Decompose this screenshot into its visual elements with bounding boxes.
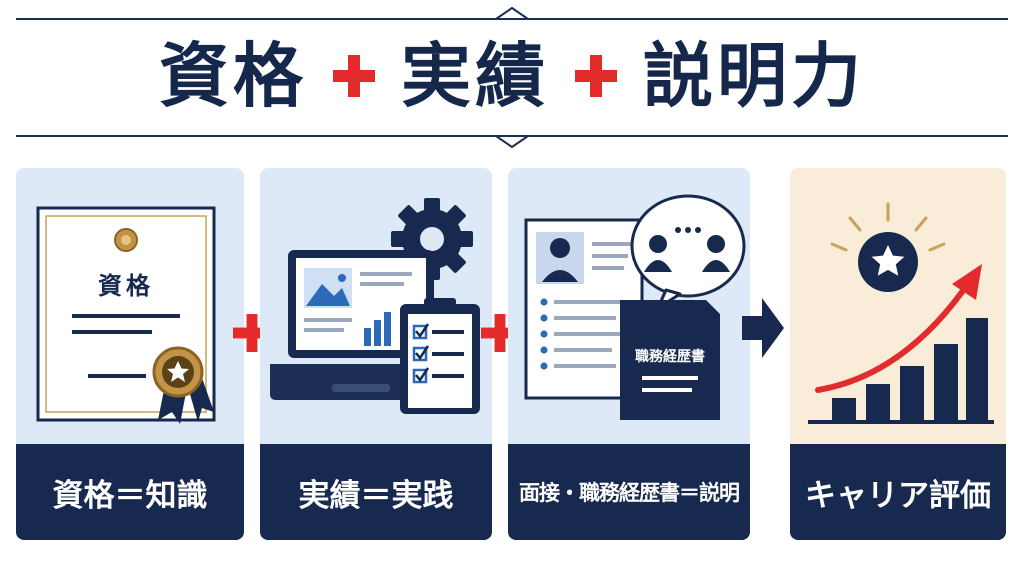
- panel-art: 資格: [16, 168, 244, 444]
- panel-achievement: 実績＝実践: [260, 168, 492, 540]
- plus-icon: [481, 314, 519, 352]
- panel-caption-career-evaluation: キャリア評価: [790, 444, 1006, 540]
- page-title: 資格 実績 説明力: [0, 30, 1024, 122]
- arrow-right-icon: [742, 298, 784, 358]
- panel-qualification: 資格 資格＝知識: [16, 168, 244, 540]
- profile-card-icon: [524, 194, 746, 420]
- certificate-heading: 資格: [98, 272, 154, 300]
- resume-document-icon: [620, 300, 720, 420]
- gear-icon: [391, 198, 473, 280]
- panel-art: 職務経歴書: [508, 168, 750, 444]
- resume-document-label: 職務経歴書: [635, 349, 705, 365]
- star-badge-icon: [858, 232, 918, 292]
- panel-art: [260, 168, 492, 444]
- clipboard-checklist-icon: [400, 298, 480, 414]
- header-top-rule: [16, 18, 1008, 20]
- panel-explanation: 職務経歴書 面接・職務経歴書＝説明: [508, 168, 750, 540]
- header-notch-decoration: [495, 6, 529, 149]
- plus-icon: [333, 55, 375, 97]
- panel-caption-explanation: 面接・職務経歴書＝説明: [508, 444, 750, 540]
- title-word-explanation: 説明力: [643, 35, 865, 117]
- panel-art: [790, 168, 1006, 444]
- laptop-icon: [270, 198, 480, 414]
- plus-icon: [575, 55, 617, 97]
- panel-caption-qualification: 資格＝知識: [16, 444, 244, 540]
- chat-bubble-icon: [630, 194, 746, 310]
- panel-career-evaluation: キャリア評価: [790, 168, 1006, 540]
- header-bottom-rule: [16, 135, 1008, 137]
- growth-chart-icon: [808, 202, 994, 424]
- panel-caption-achievement: 実績＝実践: [260, 444, 492, 540]
- title-word-qualification: 資格: [159, 35, 307, 117]
- title-word-achievement: 実績: [401, 35, 549, 117]
- certificate-icon: [36, 206, 216, 424]
- plus-icon: [233, 314, 271, 352]
